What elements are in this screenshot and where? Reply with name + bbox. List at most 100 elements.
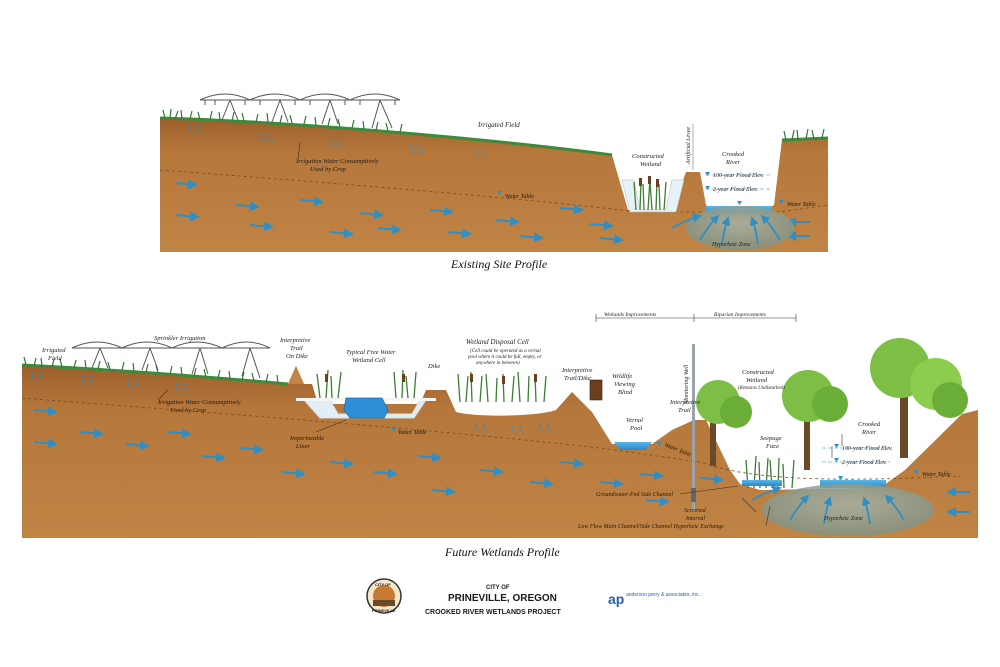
label-irrigated-field: Irrigated: [41, 347, 66, 354]
anderson-perry-logo-icon: ap anderson perry & associates, inc.: [608, 591, 700, 607]
future-soil: [22, 365, 978, 538]
label-irrigation-water-2: Used by Crop: [310, 166, 347, 173]
label-seepage-face: Seepage: [760, 435, 782, 442]
label-irrigated-field-2: Field: [47, 355, 62, 362]
existing-flow-arrows: [175, 179, 810, 245]
label-disposal-note-1: (Cell could be operated as a vernal: [470, 349, 541, 354]
footer-city-of: CITY OF: [486, 585, 510, 591]
label-interpretive-trail: Interpretive: [279, 337, 311, 344]
future-leader-lines: [157, 389, 843, 527]
label-disposal-cell: Wetland Disposal Cell: [466, 338, 529, 346]
future-water-table-line: [21, 397, 961, 480]
label-water-table-1: Water Table: [505, 194, 534, 200]
label-constructed-wetland: Constructed: [742, 369, 775, 376]
label-impermeable-liner: Impermeable: [289, 435, 324, 442]
label-impermeable-liner-2: Liner: [295, 443, 311, 450]
label-irrigation-water: Irrigation Water Consumptively: [295, 158, 379, 165]
label-water-table-3: Water Table: [922, 472, 951, 478]
label-interpretive-trail-3: On Dike: [286, 353, 308, 360]
label-water-table-1: Water Table: [398, 430, 427, 436]
future-blue-water-cell: [343, 397, 389, 419]
footer-project: CROOKED RIVER WETLANDS PROJECT: [425, 609, 561, 616]
future-profile: Irrigated Field Sprinkler Irrigation Int…: [21, 312, 978, 559]
existing-water-table-line: [159, 169, 829, 213]
water-table-marker-icon: [391, 428, 919, 480]
existing-soil: [160, 118, 828, 252]
label-hyporheic-zone: Hyporheic Zone: [823, 516, 863, 522]
label-viewing-blind-2: Viewing: [614, 381, 636, 388]
future-hyporheic-arrows: [751, 485, 905, 525]
label-sprinkler-irrigation: Sprinkler Irrigation: [154, 335, 205, 342]
label-vernal-pool-2: Pool: [629, 425, 642, 432]
future-infiltration-arrows: [31, 371, 555, 435]
label-crooked-river-2: River: [861, 429, 877, 436]
label-seepage-face-2: Face: [765, 443, 779, 450]
caption-future-wetlands-profile: Future Wetlands Profile: [444, 545, 560, 559]
label-viewing-blind: Wildlife: [612, 373, 632, 380]
future-river-water: [820, 480, 886, 488]
label-disposal-note-3: anywhere in between): [476, 361, 520, 366]
svg-text:ap: ap: [608, 591, 624, 607]
future-grass-tufts: [23, 356, 279, 384]
existing-grass: [159, 116, 613, 157]
existing-grass-right: [781, 136, 829, 142]
label-trail-dike: Interpretive: [561, 367, 593, 374]
existing-infiltration-arrows: [189, 125, 490, 159]
future-trail-dike: [288, 366, 304, 384]
label-irrigated-field: Irrigated Field: [477, 121, 520, 129]
future-hyporheic-zone: [762, 484, 934, 536]
label-constructed-wetland-3: (Remains Undisturbed): [738, 386, 785, 391]
label-interpretive-trail-right: Interpretive: [669, 399, 701, 406]
future-wetland-reeds: [316, 369, 795, 489]
existing-sprinkler: [199, 93, 401, 129]
future-flow-arrows: [33, 406, 970, 517]
existing-wetland-reeds: [633, 177, 667, 211]
label-side-channel: Groundwater-Fed Side Channel: [596, 492, 673, 498]
future-trees: [696, 338, 968, 470]
existing-profile: Irrigated Field Irrigation Water Consump…: [159, 93, 829, 271]
label-interpretive-trail-right-2: Trail: [678, 407, 691, 414]
existing-hyporheic-arrows: [671, 213, 781, 245]
label-vernal-pool: Vernal: [626, 417, 643, 424]
future-vernal-pool: [614, 442, 652, 450]
label-constructed-wetland-2: Wetland: [746, 377, 768, 384]
label-typical-wetland-2: Wetland Cell: [352, 357, 386, 364]
label-typical-wetland: Typical Free Water: [346, 349, 396, 356]
label-flood-100: 100-year Flood Elev.: [713, 173, 764, 179]
existing-cattails: [639, 176, 659, 187]
existing-leader-irrigation: [297, 142, 301, 160]
future-cattails: [325, 374, 537, 384]
firm-logo-text: anderson perry & associates, inc.: [626, 592, 700, 598]
label-crooked-river: Crooked: [722, 151, 745, 158]
label-wetlands-improvements: Wetlands Improvements: [604, 312, 656, 318]
future-sprinkler: [71, 341, 271, 379]
future-side-channel-water: [742, 480, 782, 486]
label-dike: Dike: [427, 363, 440, 370]
future-grass: [21, 363, 289, 386]
label-interpretive-trail-2: Trail: [290, 345, 303, 352]
label-screened-interval-2: Interval: [685, 516, 705, 522]
future-improvement-bracket: [595, 314, 797, 322]
footer: CITY OF PRINEVILLE CITY OF PRINEVILLE, O…: [366, 578, 700, 616]
label-screened-interval: Screened: [684, 508, 707, 514]
existing-wetland-water: [621, 179, 685, 213]
existing-grass-tufts: [162, 108, 825, 141]
label-trail-dike-2: Trail/Dike: [564, 375, 591, 382]
label-irrigation-water: Irrigation Water Consumptively: [157, 399, 241, 406]
label-disposal-note-2: pool where it could be full, empty, or: [467, 355, 542, 360]
label-flood-2: 2-year Flood Elev.: [713, 187, 758, 193]
seal-text-top: CITY OF: [375, 582, 391, 587]
label-low-flow: Low Flow Main Channel/Side Channel Hypor…: [577, 524, 724, 530]
future-screened-interval: [691, 488, 696, 502]
future-viewing-blind: [589, 379, 603, 401]
label-water-table-2: Water Table: [787, 202, 816, 208]
future-monitoring-well: [692, 344, 695, 512]
label-hyporheic-zone: Hyporheic Zone: [711, 242, 751, 248]
label-crooked-river: Crooked: [858, 421, 881, 428]
label-constructed-wetland: Constructed: [632, 153, 665, 160]
label-flood-100: 100-year Flood Elev.: [842, 446, 893, 452]
label-constructed-wetland-2: Wetland: [640, 161, 662, 168]
water-table-marker-icon: [497, 172, 784, 205]
label-irrigation-water-2: Used by Crop: [170, 407, 207, 414]
